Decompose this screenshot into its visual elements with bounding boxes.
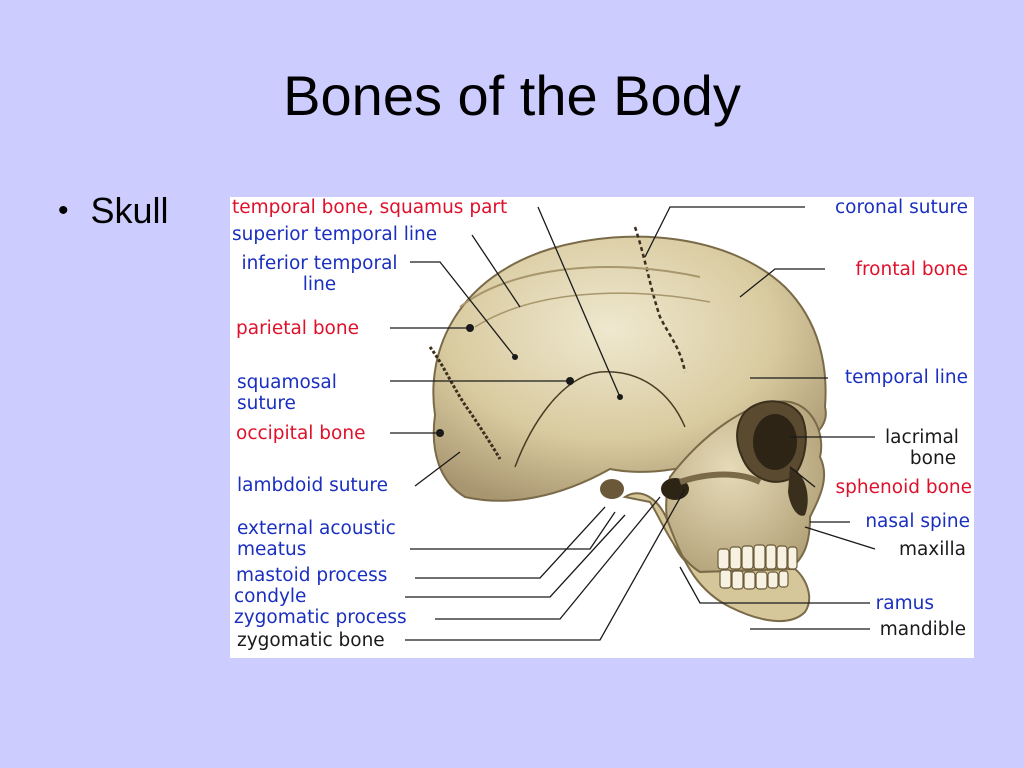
skull-diagram: temporal bone, squamus part superior tem… — [230, 197, 974, 658]
teeth — [717, 544, 798, 590]
label-inferior-temporal-line-2: line — [302, 274, 337, 295]
label-lacrimal-bone: lacrimal bone — [878, 427, 966, 469]
nasal-aperture — [788, 467, 808, 516]
label-squamosal-2: suture — [237, 393, 296, 414]
mastoid-shape — [600, 479, 624, 499]
label-lacrimal-1: lacrimal — [885, 427, 959, 448]
label-lambdoid-suture: lambdoid suture — [237, 475, 388, 496]
label-parietal-bone: parietal bone — [236, 318, 359, 339]
coronal-suture-line — [633, 226, 687, 373]
bullet-text: Skull — [90, 190, 169, 231]
label-squamosal-1: squamosal — [237, 372, 337, 393]
label-occipital-bone: occipital bone — [236, 423, 366, 444]
lambdoid-suture-line — [428, 346, 502, 460]
label-squamosal-suture: squamosal suture — [237, 372, 337, 414]
label-maxilla: maxilla — [898, 539, 966, 560]
label-coronal-suture: coronal suture — [834, 197, 968, 218]
label-frontal-bone: frontal bone — [855, 259, 968, 280]
bullet-list: • Skull — [58, 190, 169, 232]
label-inferior-temporal-line-1: inferior temporal — [241, 253, 398, 274]
label-mandible: mandible — [879, 619, 966, 640]
label-external-acoustic-1: external acoustic — [237, 518, 396, 539]
leader-lines — [390, 206, 876, 641]
label-ramus: ramus — [875, 593, 934, 614]
label-temporal-line: temporal line — [844, 367, 968, 388]
label-lacrimal-2: bone — [909, 448, 957, 469]
label-nasal-spine: nasal spine — [865, 511, 970, 532]
squamosal-suture-line — [514, 371, 686, 468]
label-external-acoustic-meatus: external acoustic meatus — [237, 518, 396, 560]
bullet-item: • Skull — [58, 190, 169, 232]
label-mastoid-process: mastoid process — [236, 565, 388, 586]
leader-dots — [436, 324, 623, 437]
label-condyle: condyle — [234, 586, 307, 607]
label-zygomatic-bone: zygomatic bone — [237, 630, 385, 651]
label-superior-temporal-line: superior temporal line — [232, 224, 438, 245]
label-sphenoid-bone: sphenoid bone — [835, 477, 972, 498]
slide-title: Bones of the Body — [283, 64, 741, 127]
temporal-line-curve-2 — [474, 292, 711, 328]
label-zygomatic-process: zygomatic process — [234, 607, 407, 628]
label-inferior-temporal-line: inferior temporal line — [232, 253, 407, 295]
label-external-acoustic-2: meatus — [237, 539, 307, 560]
orbit-cavity — [753, 414, 797, 470]
label-temporal-squamus: temporal bone, squamus part — [232, 197, 508, 218]
bullet-dot-icon: • — [58, 194, 69, 227]
zygomatic-arch — [679, 471, 762, 485]
skull-illustration — [390, 206, 876, 641]
